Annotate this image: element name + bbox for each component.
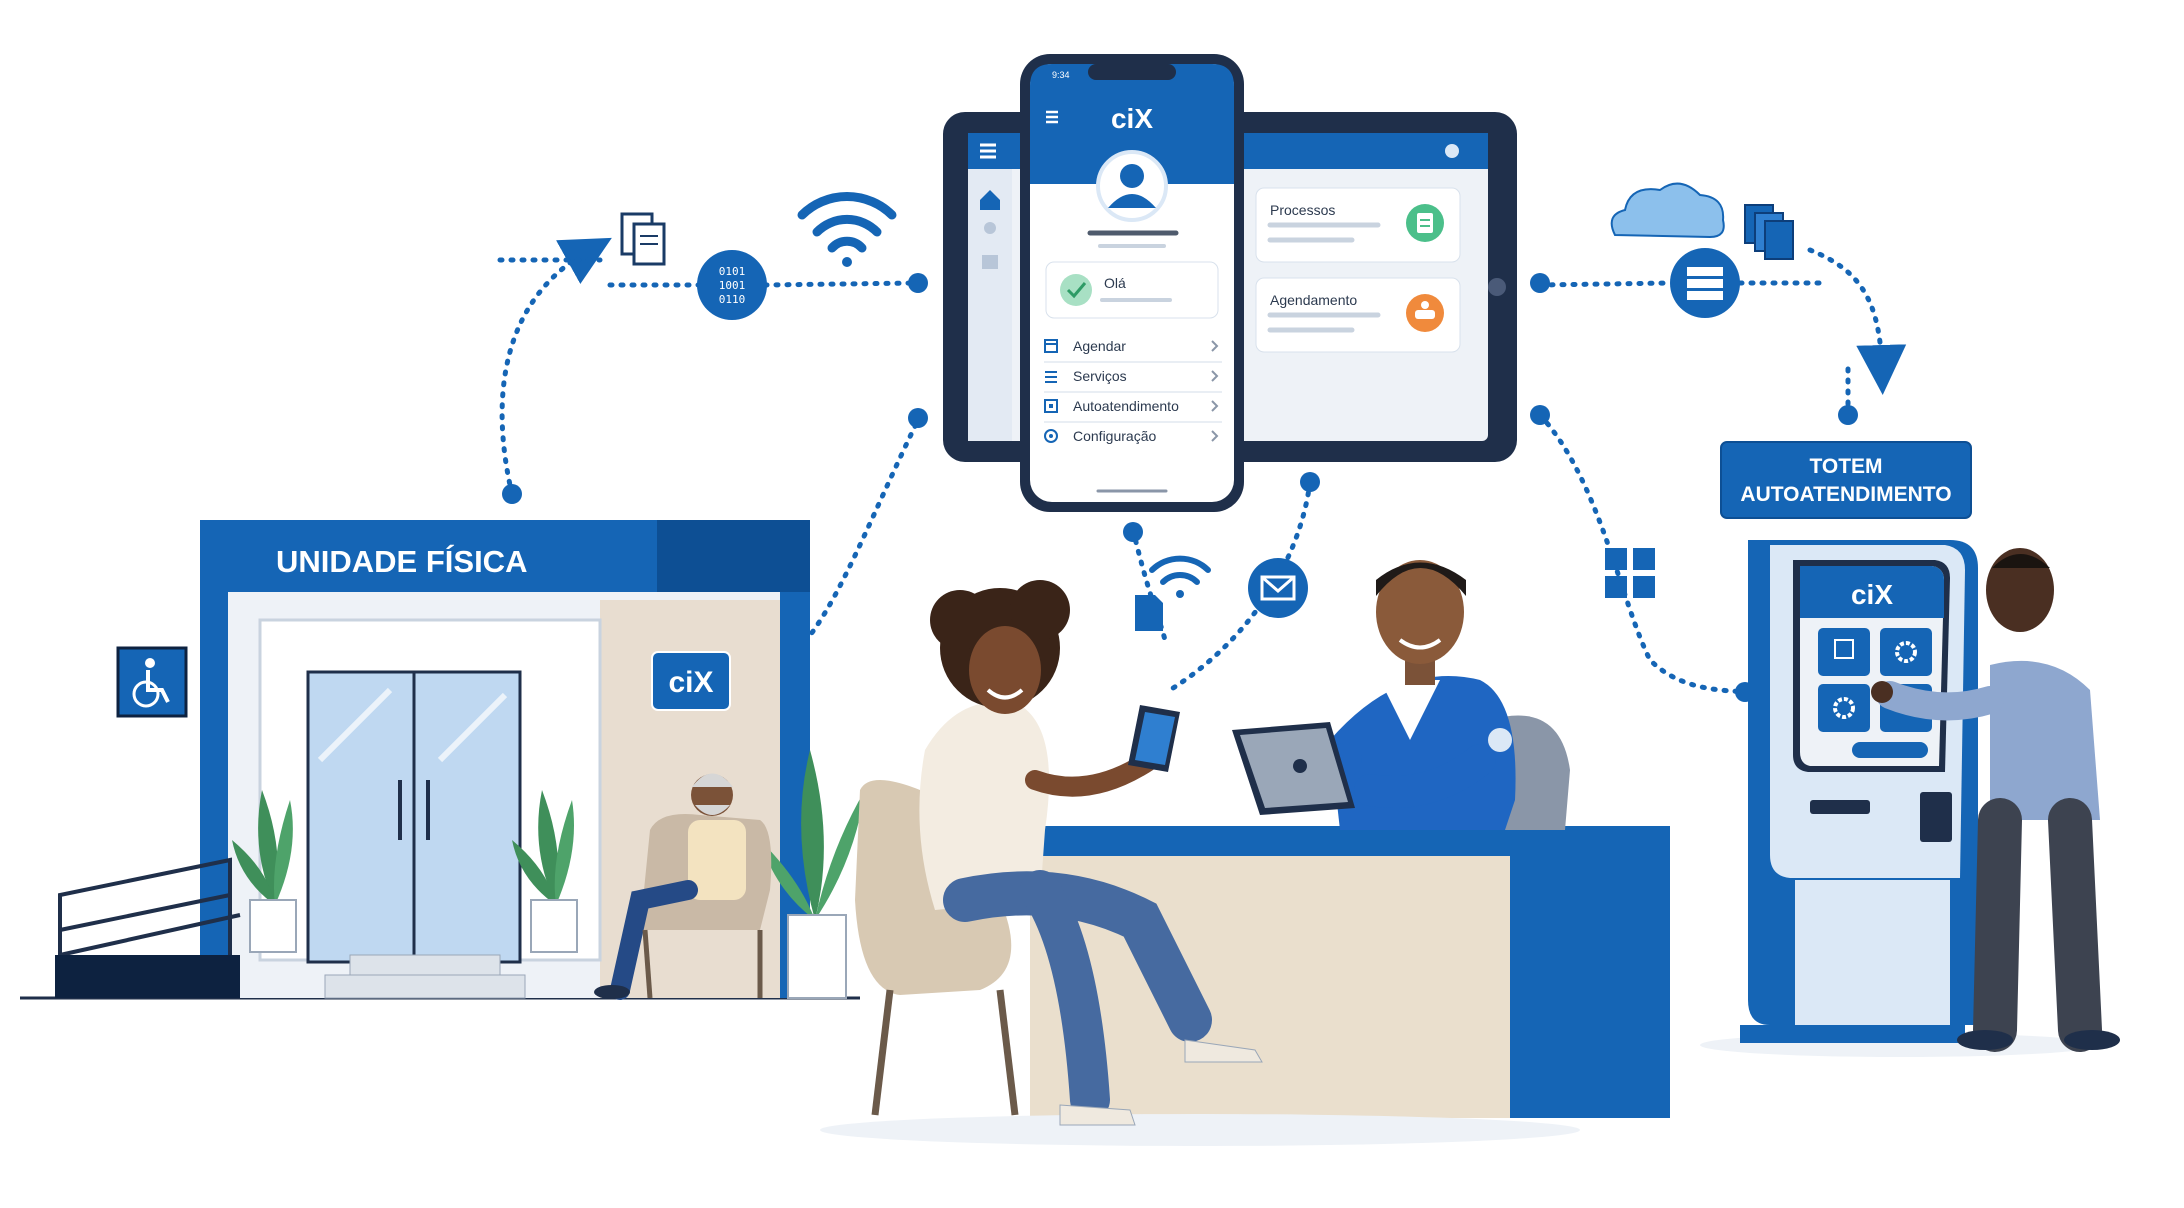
calendar-icon bbox=[1044, 339, 1058, 353]
card-icon[interactable] bbox=[982, 255, 998, 269]
card-agendamento[interactable] bbox=[1255, 277, 1461, 353]
connector-node bbox=[1300, 472, 1320, 492]
phone-status-time: 9:34 bbox=[1052, 70, 1070, 80]
totem-label-line1: TOTEM bbox=[1809, 455, 1882, 478]
network-connectors bbox=[497, 237, 1907, 695]
home-icon[interactable] bbox=[980, 190, 1000, 210]
phone-logo: ciX bbox=[1111, 103, 1153, 134]
plant-decoration bbox=[232, 790, 297, 953]
connector-node bbox=[1530, 273, 1550, 293]
totem-label-line2: AUTOATENDIMENTO bbox=[1740, 483, 1951, 506]
gear-icon bbox=[1044, 429, 1058, 443]
accessibility-ramp bbox=[58, 857, 241, 998]
entrance-doors[interactable] bbox=[306, 670, 522, 964]
person-elderly-seated bbox=[594, 773, 772, 1000]
totem-label-box bbox=[1720, 441, 1972, 519]
hamburger-icon[interactable] bbox=[980, 143, 996, 159]
documents-icon bbox=[620, 212, 666, 266]
kiosk-icon bbox=[1044, 399, 1058, 413]
avatar[interactable] bbox=[1096, 150, 1168, 222]
unidade-fisica-title: UNIDADE FÍSICA bbox=[276, 544, 527, 579]
wheelchair-icon bbox=[116, 646, 188, 718]
connector-left-up bbox=[499, 237, 612, 497]
menu-item-servicos[interactable]: Serviços bbox=[1073, 368, 1127, 384]
wifi-icon bbox=[1149, 555, 1211, 598]
person-woman-seated bbox=[919, 580, 1263, 1126]
plant-decoration bbox=[512, 790, 578, 953]
plant-decoration bbox=[760, 750, 865, 999]
connector-node bbox=[908, 273, 928, 293]
menu-item-autoatendimento[interactable]: Autoatendimento bbox=[1073, 398, 1179, 414]
totem-settings-tile[interactable] bbox=[1880, 628, 1932, 676]
connector-node bbox=[1838, 405, 1858, 425]
server-icon bbox=[1670, 248, 1740, 318]
list-icon bbox=[1045, 371, 1057, 383]
totem-printer[interactable] bbox=[1920, 792, 1952, 842]
document-check-icon bbox=[1406, 204, 1444, 242]
service-desk-scene bbox=[820, 560, 1670, 1146]
connector-node bbox=[1123, 522, 1143, 542]
connector-binary-tablet bbox=[762, 280, 921, 288]
greeting-label: Olá bbox=[1104, 275, 1126, 291]
tablet-home-button[interactable] bbox=[1488, 278, 1506, 296]
chevron-right-icon bbox=[1211, 340, 1219, 442]
connector-unidade-tablet bbox=[750, 417, 921, 683]
connector-node bbox=[908, 408, 928, 428]
connector-right-down bbox=[1807, 247, 1907, 395]
mail-icon bbox=[1248, 558, 1308, 618]
officer-tablet bbox=[1232, 722, 1355, 815]
card-processos-label: Processos bbox=[1270, 202, 1335, 218]
totem-card-slot[interactable] bbox=[1810, 800, 1870, 814]
totem-calendar-tile[interactable] bbox=[1818, 628, 1870, 676]
hand-icon bbox=[1406, 294, 1444, 332]
chat-icon[interactable] bbox=[1445, 144, 1459, 158]
totem-kiosk bbox=[1700, 540, 2120, 1057]
svg-text:0110: 0110 bbox=[719, 293, 746, 306]
document-icon bbox=[1135, 595, 1163, 631]
greeting-card bbox=[1045, 261, 1219, 319]
wifi-icon bbox=[797, 192, 897, 267]
menu-item-configuracao[interactable]: Configuração bbox=[1073, 428, 1156, 444]
cix-wall-sign bbox=[651, 651, 731, 711]
network-grid-icon bbox=[1605, 548, 1655, 598]
phone-device bbox=[1020, 54, 1244, 512]
hamburger-icon[interactable] bbox=[1046, 110, 1058, 124]
phone-notch bbox=[1088, 64, 1176, 80]
totem-gear-tile[interactable] bbox=[1818, 684, 1870, 732]
connector-node bbox=[502, 484, 522, 504]
documents-icon bbox=[1744, 204, 1794, 260]
connector-tablet-totem bbox=[1537, 412, 1748, 695]
connector-tablet-server bbox=[1537, 280, 1673, 288]
svg-text:0101: 0101 bbox=[719, 265, 746, 278]
woman-phone bbox=[1128, 705, 1180, 772]
cix-wall-logo: ciX bbox=[668, 666, 713, 699]
card-agendamento-label: Agendamento bbox=[1270, 292, 1357, 308]
user-icon[interactable] bbox=[984, 222, 996, 234]
connector-nodes bbox=[502, 273, 1858, 702]
binary-data-icon: 0101 1001 0110 bbox=[697, 250, 767, 320]
svg-text:1001: 1001 bbox=[719, 279, 746, 292]
connector-node bbox=[1530, 405, 1550, 425]
card-processos[interactable] bbox=[1255, 187, 1461, 263]
menu-item-agendar[interactable]: Agendar bbox=[1073, 338, 1126, 354]
unidade-fisica-building bbox=[20, 520, 865, 1000]
totem-confirm-button[interactable] bbox=[1852, 742, 1928, 758]
check-icon bbox=[1060, 274, 1092, 306]
person-man-standing bbox=[1871, 548, 2120, 1052]
totem-screen-logo: ciX bbox=[1851, 579, 1893, 610]
cloud-icon bbox=[1610, 182, 1725, 239]
